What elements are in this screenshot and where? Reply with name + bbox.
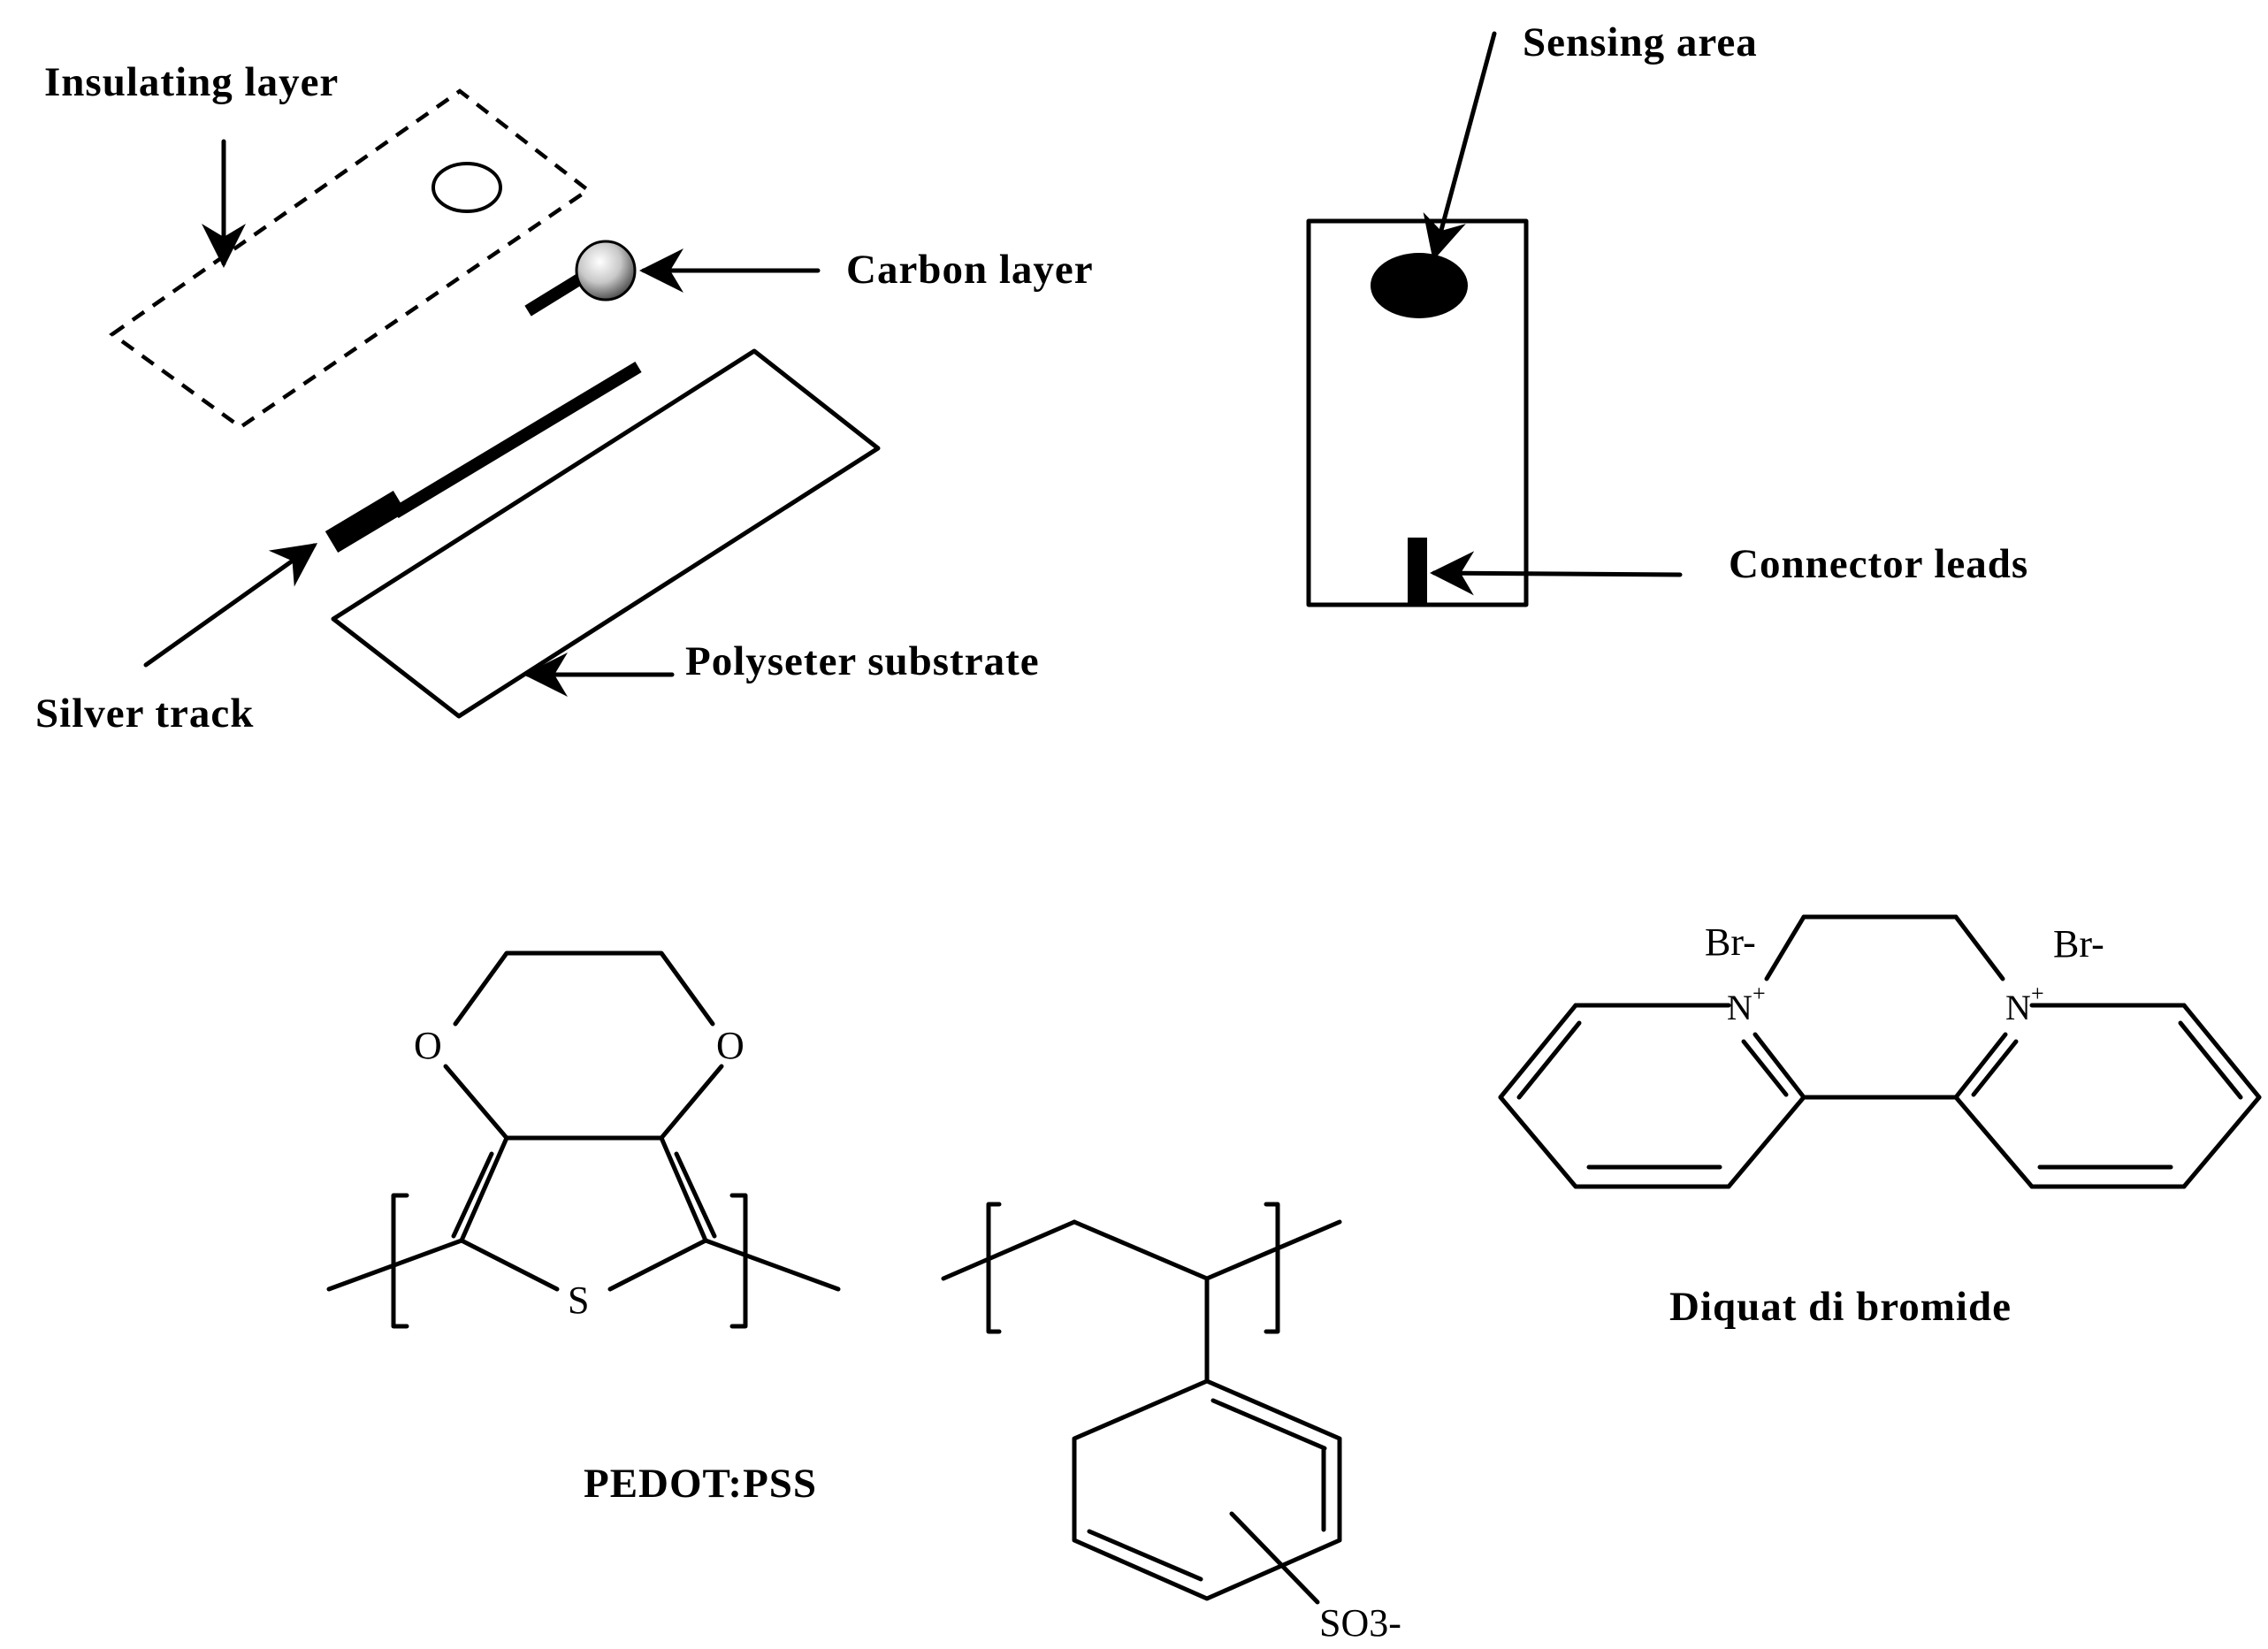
pss-structure: SO3-: [941, 1202, 1401, 1645]
diquat-bromide-right: Br-: [2053, 922, 2104, 966]
exploded-electrode-view: Insulating layer Carbon layer Silver tra…: [35, 59, 1094, 737]
pedot-bracket-left: [391, 1193, 409, 1329]
insulating-layer-hole: [431, 162, 502, 213]
diquat-structure: N + N + Br- Br-: [1498, 914, 2262, 1189]
pedot-pss-label: PEDOT:PSS: [584, 1461, 817, 1507]
pedot-oxygen-right: O: [716, 1024, 745, 1067]
assembled-sensor-view: Sensing area Connector leads: [1306, 19, 2028, 607]
polyester-substrate-shape: [331, 348, 881, 719]
pedot-oxygen-left: O: [414, 1024, 442, 1067]
silver-track-label: Silver track: [35, 691, 254, 737]
insulating-layer-label: Insulating layer: [44, 59, 339, 105]
silver-track-line: [392, 361, 642, 519]
carbon-layer-label: Carbon layer: [846, 247, 1094, 293]
diquat-nitrogen-right: N: [2005, 988, 2031, 1027]
sensing-area-arrow: [1423, 31, 1497, 261]
carbon-layer-disc: [575, 240, 637, 302]
silver-track-arrow: [143, 543, 318, 668]
pss-sulfonate: SO3-: [1319, 1601, 1401, 1645]
pedot-sulfur: S: [568, 1279, 589, 1322]
pss-bracket-left: [986, 1202, 1002, 1334]
polyester-substrate-label: Polyseter substrate: [685, 638, 1040, 684]
carbon-layer-stem: [524, 271, 588, 317]
insulating-layer-shape: [109, 88, 592, 430]
diquat-nitrogen-left-charge: +: [1753, 981, 1766, 1006]
diquat-label: Diquat di bromide: [1669, 1284, 2012, 1330]
connector-lead: [1408, 538, 1427, 605]
silver-track-pad: [325, 490, 407, 553]
diquat-nitrogen-left: N: [1727, 988, 1753, 1027]
pedot-bracket-right: [729, 1193, 748, 1329]
connector-leads-arrow: [1430, 551, 1683, 596]
diquat-nitrogen-right-charge: +: [2031, 981, 2044, 1006]
sensing-area-spot: [1371, 253, 1468, 318]
sensing-area-label: Sensing area: [1523, 19, 1758, 65]
diquat-bromide-left: Br-: [1705, 920, 1756, 964]
pss-bracket-right: [1264, 1202, 1280, 1334]
connector-leads-label: Connector leads: [1729, 541, 2028, 587]
pedot-structure: O O S: [326, 950, 841, 1329]
